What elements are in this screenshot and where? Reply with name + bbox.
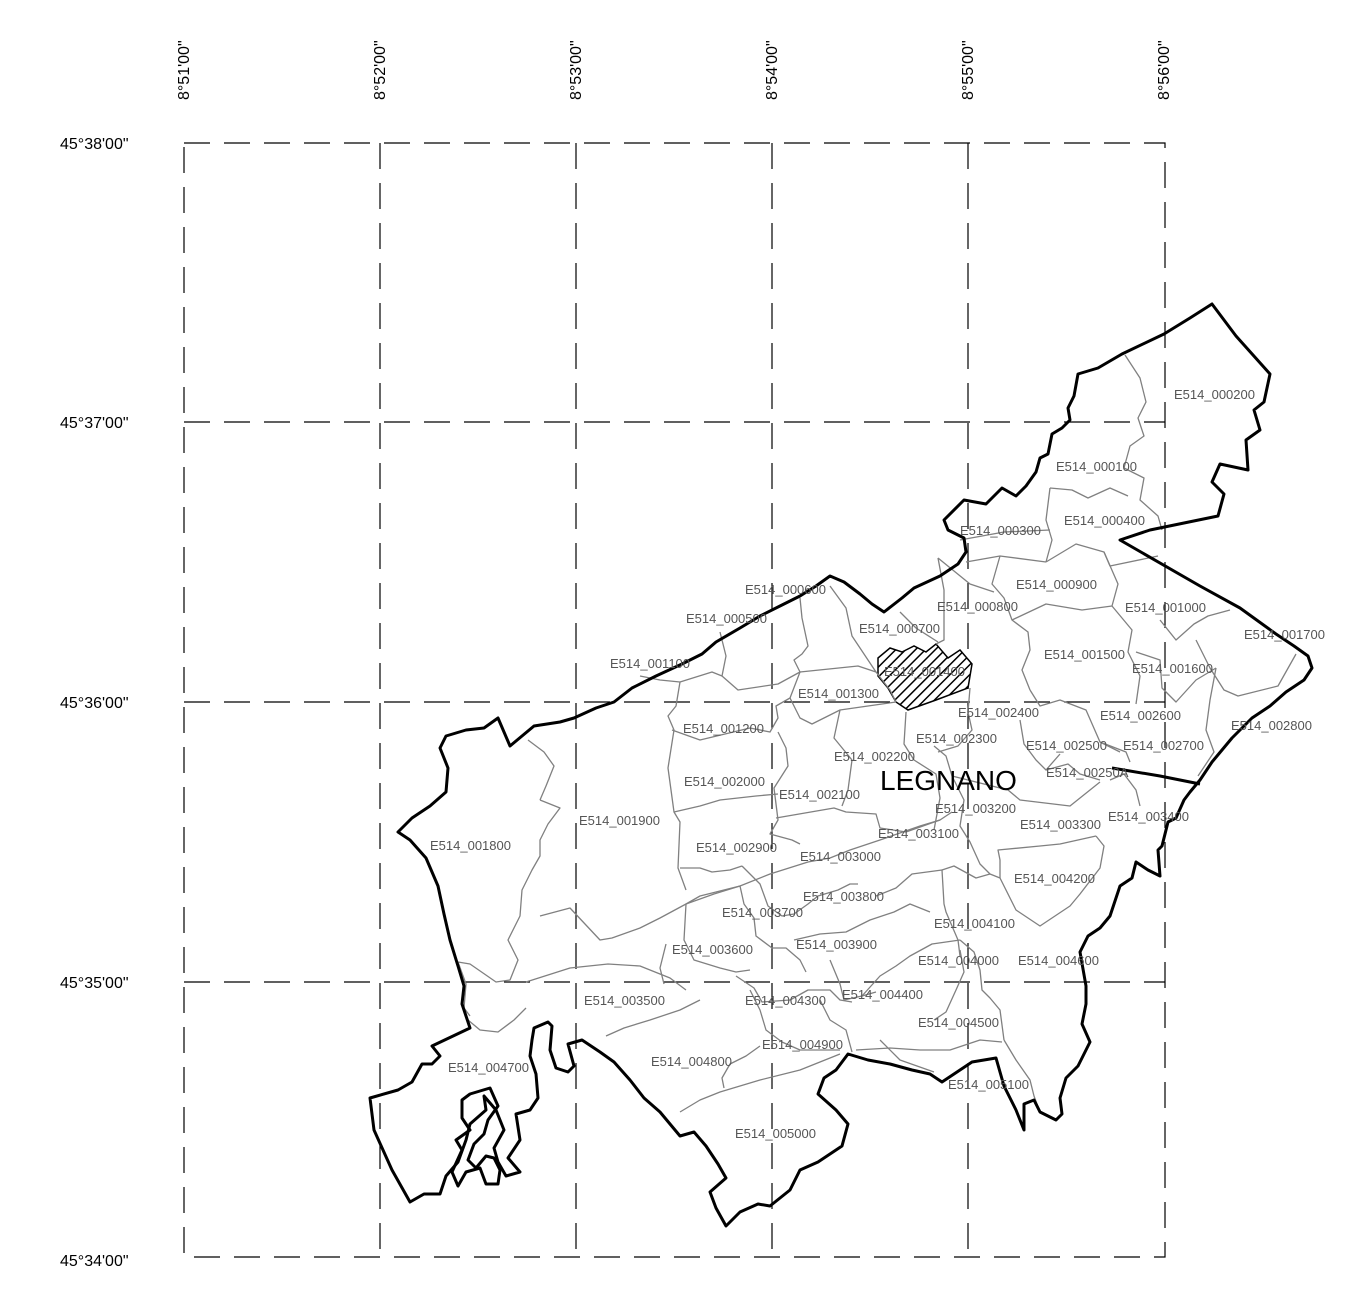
section-label[interactable]: E514_004200	[1014, 871, 1095, 886]
latitude-labels: 45°38'00" 45°37'00" 45°36'00" 45°35'00" …	[60, 136, 129, 1270]
section-label[interactable]: E514_001400	[884, 664, 965, 679]
section-label[interactable]: E514_000100	[1056, 459, 1137, 474]
section-label[interactable]: E514_004800	[651, 1054, 732, 1069]
section-label[interactable]: E514_002200	[834, 749, 915, 764]
section-label[interactable]: E514_004500	[918, 1015, 999, 1030]
longitude-label: 8°53'00"	[568, 40, 585, 100]
section-label[interactable]: E514_004300	[745, 993, 826, 1008]
latitude-label: 45°38'00"	[60, 136, 129, 153]
section-label[interactable]: E514_004700	[448, 1060, 529, 1075]
section-label[interactable]: E514_000200	[1174, 387, 1255, 402]
section-label[interactable]: E514_001100	[610, 656, 690, 671]
city-name: LEGNANO	[880, 765, 1017, 796]
section-label[interactable]: E514_001800	[430, 838, 511, 853]
section-label[interactable]: E514_001600	[1132, 661, 1213, 676]
longitude-label: 8°54'00"	[764, 40, 781, 100]
section-labels: E514_000200 E514_000100 E514_000400 E514…	[430, 387, 1325, 1141]
section-label[interactable]: E514_000400	[1064, 513, 1145, 528]
section-label[interactable]: E514_002600	[1100, 708, 1181, 723]
section-label[interactable]: E514_002800	[1231, 718, 1312, 733]
section-boundaries	[457, 354, 1297, 1113]
section-label[interactable]: E514_004400	[842, 987, 923, 1002]
latitude-label: 45°34'00"	[60, 1253, 129, 1270]
section-label[interactable]: E514_000600	[745, 582, 826, 597]
section-label[interactable]: E514_001300	[798, 686, 879, 701]
section-label[interactable]: E514_004900	[762, 1037, 843, 1052]
longitude-label: 8°51'00"	[176, 40, 193, 100]
longitude-label: 8°55'00"	[960, 40, 977, 100]
section-label[interactable]: E514_003200	[935, 801, 1016, 816]
section-label[interactable]: E514_001500	[1044, 647, 1125, 662]
section-label[interactable]: E514_002400	[958, 705, 1039, 720]
section-label[interactable]: E514_004100	[934, 916, 1015, 931]
municipal-boundary-enclave	[450, 1086, 502, 1188]
longitude-label: 8°52'00"	[372, 40, 389, 100]
section-label[interactable]: E514_002700	[1123, 738, 1204, 753]
municipal-boundary	[368, 302, 1314, 1228]
section-label[interactable]: E514_002500	[1026, 738, 1107, 753]
latitude-label: 45°36'00"	[60, 695, 129, 712]
section-label[interactable]: E514_002100	[779, 787, 860, 802]
section-label[interactable]: E514_003700	[722, 905, 803, 920]
section-label[interactable]: E514_001000	[1125, 600, 1206, 615]
section-label[interactable]: E514_000700	[859, 621, 940, 636]
section-label[interactable]: E514_000300	[960, 523, 1041, 538]
section-label[interactable]: E514_001900	[579, 813, 660, 828]
section-label[interactable]: E514_003300	[1020, 817, 1101, 832]
section-label[interactable]: E514_005100	[948, 1077, 1029, 1092]
section-label[interactable]: E514_003600	[672, 942, 753, 957]
section-label[interactable]: E514_000800	[937, 599, 1018, 614]
section-label[interactable]: E514_004000	[918, 953, 999, 968]
section-label[interactable]: E514_000900	[1016, 577, 1097, 592]
section-label[interactable]: E514_002000	[684, 774, 765, 789]
section-label[interactable]: E514_002300	[916, 731, 997, 746]
section-label[interactable]: E514_00250A	[1046, 765, 1129, 780]
section-label[interactable]: E514_003000	[800, 849, 881, 864]
latitude-label: 45°37'00"	[60, 415, 129, 432]
section-label[interactable]: E514_005000	[735, 1126, 816, 1141]
section-label[interactable]: E514_003900	[796, 937, 877, 952]
section-label[interactable]: E514_000500	[686, 611, 767, 626]
section-label[interactable]: E514_003100	[878, 826, 959, 841]
section-label[interactable]: E514_003500	[584, 993, 665, 1008]
section-label[interactable]: E514_004600	[1018, 953, 1099, 968]
latitude-label: 45°35'00"	[60, 975, 129, 992]
section-label[interactable]: E514_003400	[1108, 809, 1189, 824]
section-label[interactable]: E514_003800	[803, 889, 884, 904]
boundary-divider	[1111, 766, 1201, 786]
section-label[interactable]: E514_002900	[696, 840, 777, 855]
section-label[interactable]: E514_001700	[1244, 627, 1325, 642]
section-label[interactable]: E514_001200	[683, 721, 764, 736]
longitude-label: 8°56'00"	[1156, 40, 1173, 100]
longitude-labels: 8°51'00" 8°52'00" 8°53'00" 8°54'00" 8°55…	[176, 40, 1173, 100]
